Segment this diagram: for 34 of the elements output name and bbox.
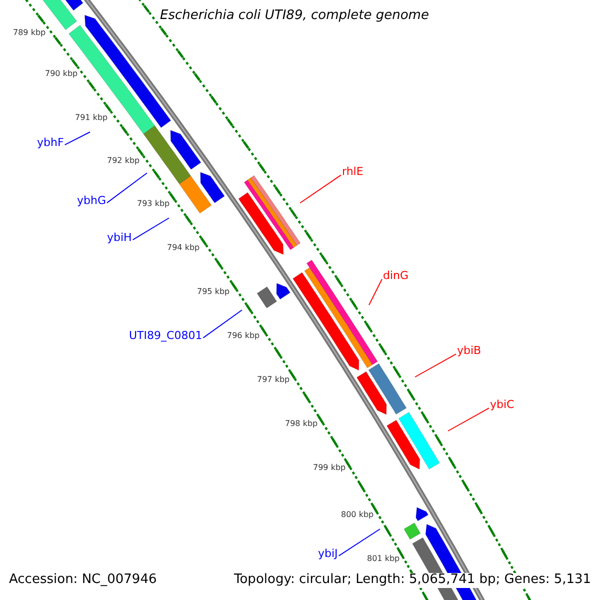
gene-label: ybhF <box>37 136 64 150</box>
gene-label: ybiC <box>490 398 514 412</box>
tick-label: 790 kbp <box>45 68 78 78</box>
leader-line <box>414 354 456 378</box>
accession-text: Accession: NC_007946 <box>9 573 157 588</box>
leader-line <box>106 172 148 204</box>
tick-label: 801 kbp <box>367 554 400 563</box>
title: Escherichia coli UTI89, complete genome <box>160 9 429 24</box>
gene-label: ybiJ <box>318 548 338 560</box>
genome-info-text: Topology: circular; Length: 5,065,741 bp; Genes: 5,131 <box>234 573 592 588</box>
leader-line <box>132 218 170 240</box>
leader-line <box>202 310 242 338</box>
leader-line <box>338 528 380 556</box>
tick-label: 800 kbp <box>341 510 374 519</box>
tick-label: 799 kbp <box>313 462 346 472</box>
tick-label: 798 kbp <box>285 418 318 428</box>
gene-label: ybiH <box>107 232 132 244</box>
tick-label: 793 kbp <box>137 198 170 208</box>
gene-label: ybiB <box>457 344 482 358</box>
gene-label: UTI89_C0801 <box>129 330 202 342</box>
tick-label: 797 kbp <box>257 374 290 384</box>
gene-label: rhlE <box>342 166 364 178</box>
leader-line <box>64 132 90 146</box>
tick-label: 796 kbp <box>227 330 260 340</box>
tick-label: 795 kbp <box>197 286 230 296</box>
tick-label: 794 kbp <box>167 242 200 252</box>
gene-label: dinG <box>383 270 409 282</box>
tick-label: 791 kbp <box>75 112 108 122</box>
tick-label: 792 kbp <box>107 156 140 165</box>
tick-label: 789 kbp <box>13 28 46 37</box>
leader-line <box>368 278 382 306</box>
leader-line <box>300 174 342 204</box>
leader-line <box>448 408 490 432</box>
gene-label: ybhG <box>77 194 106 208</box>
